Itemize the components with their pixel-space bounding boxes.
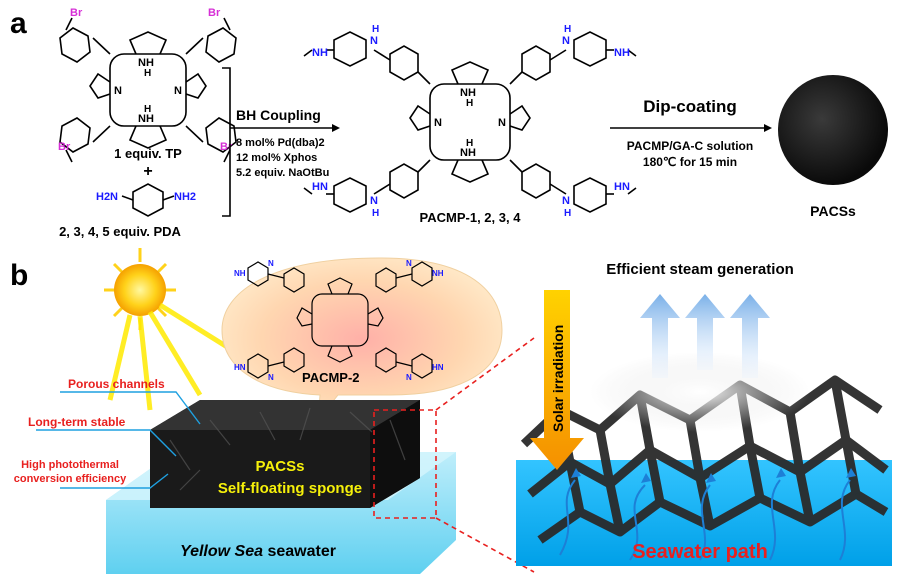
pacmp2-n-tr: N — [406, 259, 412, 268]
pacmp-n-tl: N — [370, 35, 378, 47]
pacmp-h-bl: H — [372, 208, 379, 219]
pacmp-n-br: N — [562, 195, 570, 207]
steam-arrows — [640, 294, 770, 378]
bh-coupling-title: BH Coupling — [236, 107, 321, 123]
tp-br-bottom-right: Br — [220, 141, 233, 153]
solar-arrow — [530, 290, 584, 470]
pacmp2-nh-far-tl: NH — [234, 269, 246, 278]
pacmp-label: PACMP-1, 2, 3, 4 — [420, 210, 522, 225]
sponge-block — [150, 400, 420, 508]
pacmp-core-n-left: N — [434, 117, 442, 129]
pacmp2-label: PACMP-2 — [302, 370, 360, 385]
tp-br-bottom-left: Br — [58, 141, 71, 153]
pacmp2-hn-far-bl: HN — [234, 363, 246, 372]
panel-a-label: a — [10, 7, 27, 40]
annotation-stable: Long-term stable — [28, 415, 126, 429]
tp-h-bottom: H — [144, 104, 151, 115]
pacmp2-structure: N N N N NH NH HN HN — [234, 259, 444, 382]
dip-condition-2: 180℃ for 15 min — [643, 155, 737, 169]
pacmp-n-bl: N — [370, 195, 378, 207]
tp-br-top-right: Br — [208, 7, 221, 19]
pacmp-core-h-top: H — [466, 98, 473, 109]
pacmp2-nh-far-tr: NH — [432, 269, 444, 278]
pacmp-core-nh-bottom: NH — [460, 147, 476, 159]
pacmp-h-tr: H — [564, 24, 571, 35]
steam-label: Efficient steam generation — [606, 261, 794, 278]
pda-molecule: H2N NH2 — [96, 183, 196, 217]
pacmp2-hn-far-br: HN — [432, 363, 444, 372]
dip-condition-1: PACMP/GA-C solution — [627, 139, 753, 153]
pda-label: 2, 3, 4, 5 equiv. PDA — [59, 224, 181, 239]
pacmp-h-tl: H — [372, 24, 379, 35]
seawater-rest: seawater — [263, 543, 336, 560]
annotation-leaders — [36, 391, 201, 489]
pacmp2-n-bl: N — [268, 373, 274, 382]
tp-molecule: NH H N N H NH Br Br Br Br — [58, 7, 237, 163]
reactants-bracket — [222, 67, 231, 217]
pacss-label: PACSs — [810, 203, 856, 219]
pacmp-core-h-bottom: H — [466, 138, 473, 149]
tp-br-top-left: Br — [70, 7, 83, 19]
pacmp-h-br: H — [564, 208, 571, 219]
pacmp-hn-far-bl: HN — [312, 181, 328, 193]
panel-b-label: b — [10, 259, 28, 292]
condition-1: 8 mol% Pd(dba)2 — [236, 137, 325, 149]
pacmp-nh-far-tr: NH — [614, 47, 630, 59]
path-label: Seawater path — [632, 541, 768, 563]
pacmp2-n-br: N — [406, 373, 412, 382]
annotation-conversion: conversion efficiency — [14, 473, 127, 485]
annotation-photothermal: High photothermal — [21, 459, 119, 471]
solar-label: Solar irradiation — [550, 325, 566, 432]
reaction-arrow-1-head — [332, 124, 340, 132]
condition-3: 5.2 equiv. NaOtBu — [236, 167, 329, 179]
seawater-italic: Yellow Sea — [180, 543, 263, 560]
seawater-caption: Yellow Sea seawater — [180, 543, 336, 560]
reaction-arrow-2-head — [764, 124, 772, 132]
tp-h-top: H — [144, 68, 151, 79]
zoom-line-top — [435, 337, 535, 411]
pda-nh2: NH2 — [174, 191, 196, 203]
sponge-subtitle: Self-floating sponge — [218, 480, 362, 497]
tp-n-right: N — [174, 85, 182, 97]
pacmp-nh-far-tl: NH — [312, 47, 328, 59]
pacmp-hn-far-br: HN — [614, 181, 630, 193]
tp-nh-top: NH — [138, 57, 154, 69]
tp-label: 1 equiv. TP — [114, 146, 182, 161]
sun-rays — [107, 302, 234, 411]
sun-icon — [104, 248, 176, 330]
pacmp-molecule: N H N H N H N H NH NH HN HN NH H N N H N… — [303, 24, 637, 219]
dip-coating-title: Dip-coating — [643, 97, 737, 116]
pda-h2n: H2N — [96, 191, 118, 203]
zoom-view — [516, 352, 892, 566]
sponge-title: PACSs — [256, 458, 305, 475]
annotation-porous: Porous channels — [68, 377, 165, 391]
pacss-sponge-ball — [778, 75, 888, 185]
condition-2: 12 mol% Xphos — [236, 152, 317, 164]
pacmp2-n-tl: N — [268, 259, 274, 268]
plus-sign: + — [143, 163, 152, 180]
tp-nh-bottom: NH — [138, 113, 154, 125]
zoom-box — [373, 409, 437, 519]
tp-n-left: N — [114, 85, 122, 97]
pacmp-core-n-right: N — [498, 117, 506, 129]
pacmp-n-tr: N — [562, 35, 570, 47]
pacmp-core-nh-top: NH — [460, 87, 476, 99]
